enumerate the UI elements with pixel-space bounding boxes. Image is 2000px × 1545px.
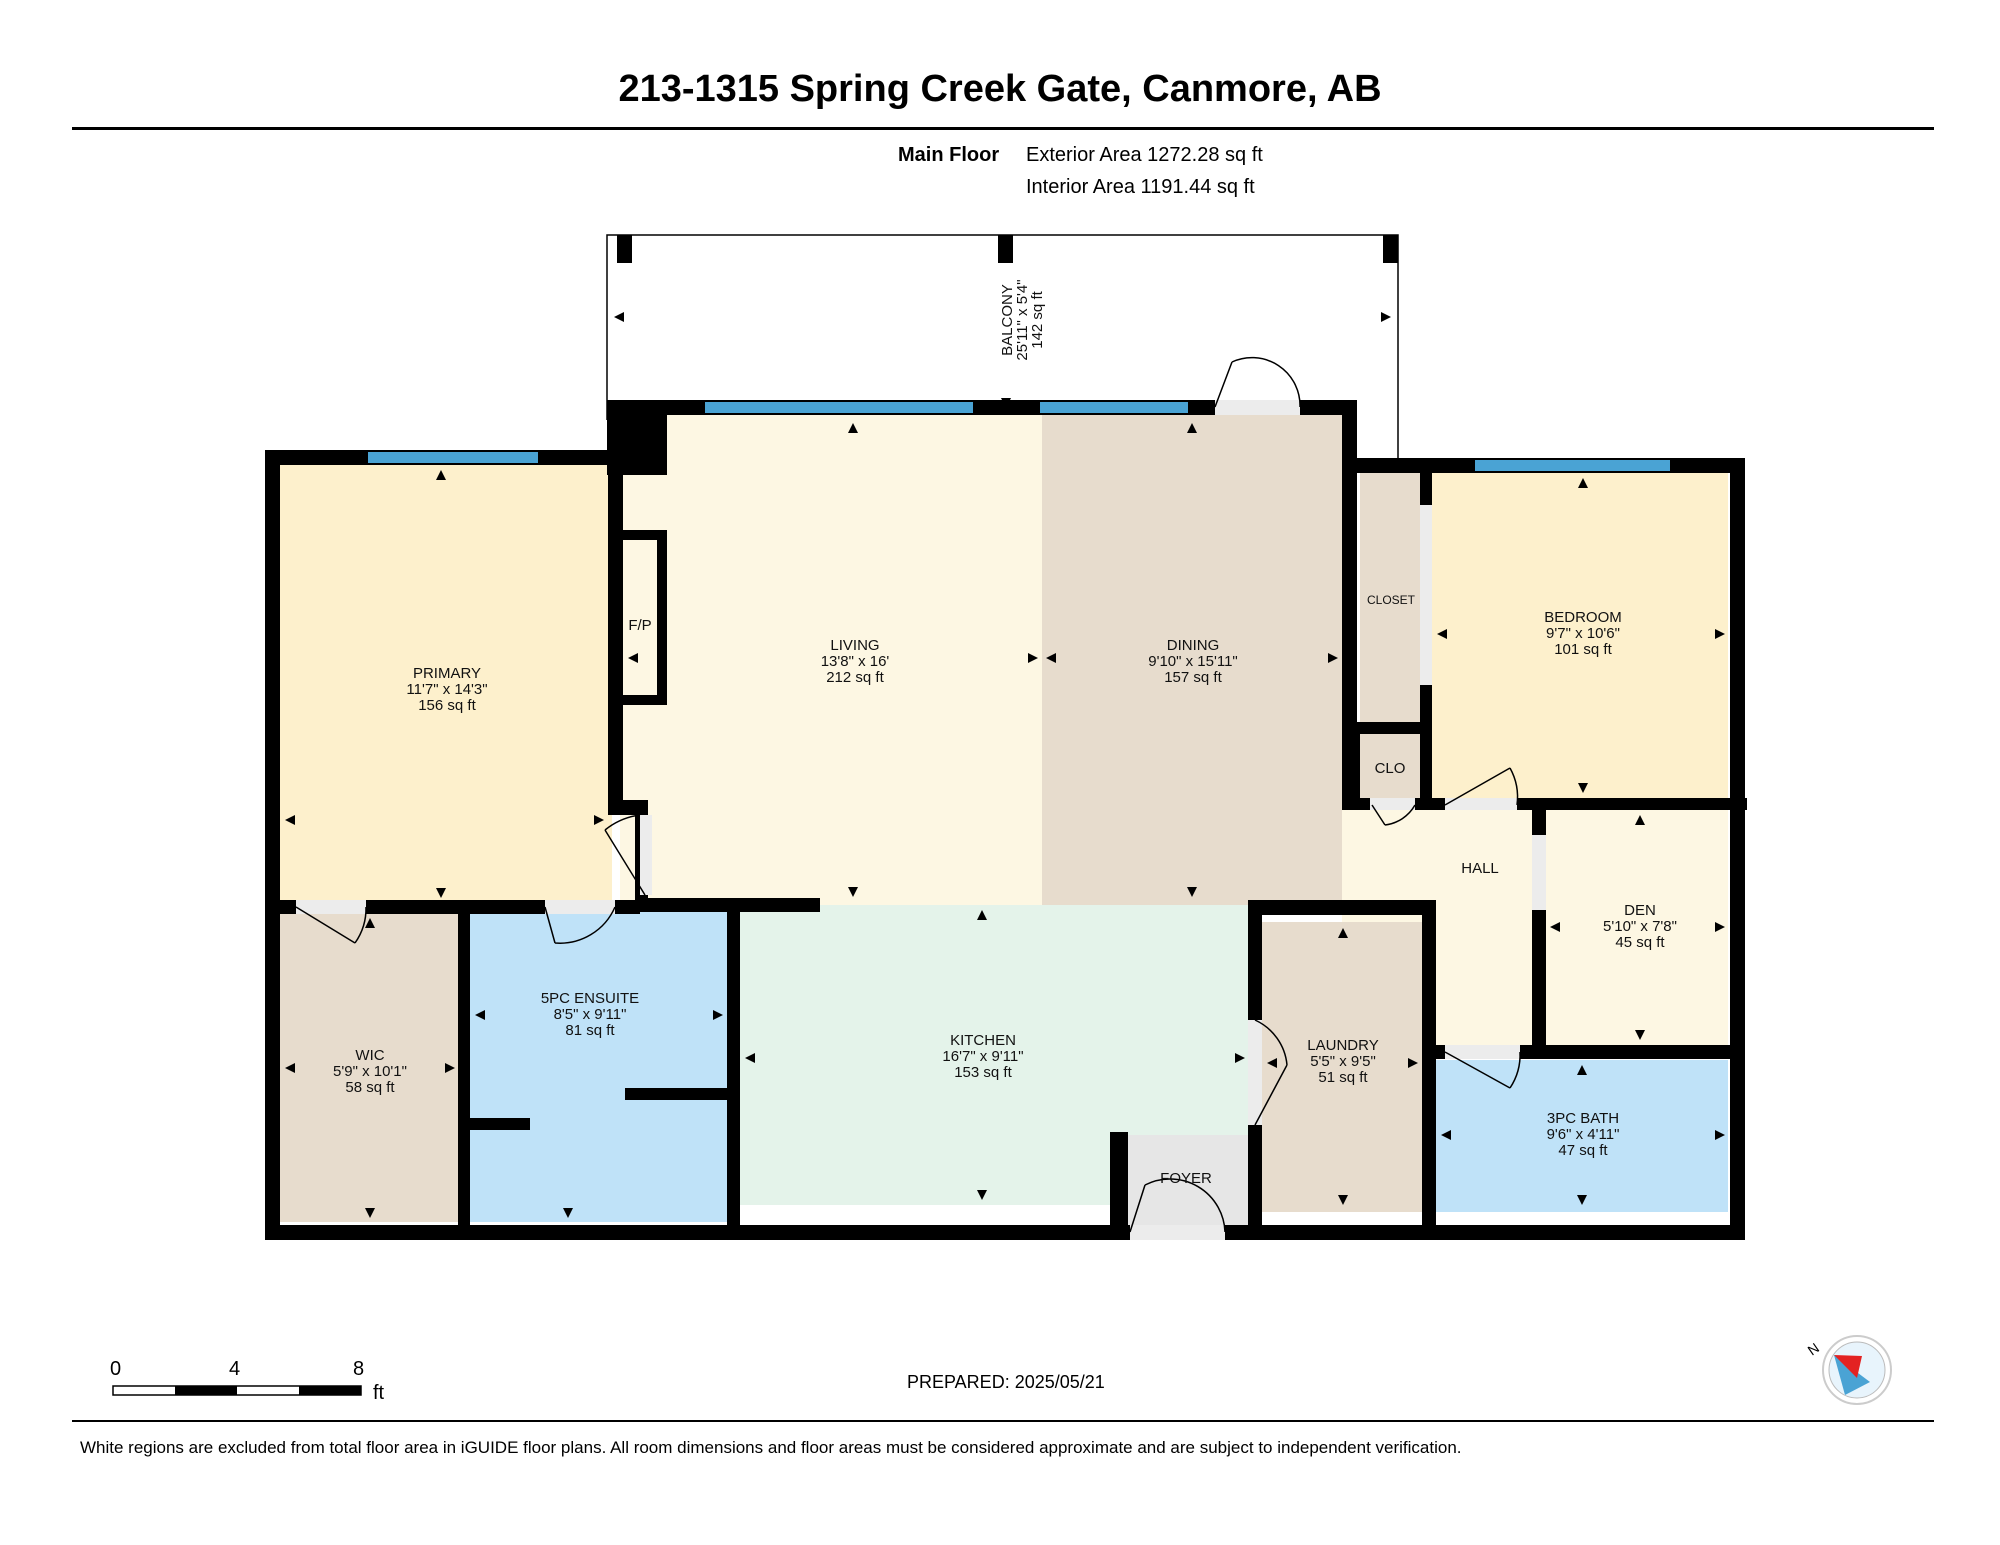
scale-tick-8: 8 (353, 1358, 365, 1380)
room-laundry (1262, 922, 1424, 1212)
svg-text:11'7" x 14'3": 11'7" x 14'3" (406, 681, 487, 698)
svg-text:LAUNDRY: LAUNDRY (1307, 1037, 1378, 1054)
floor-name: Main Floor (898, 144, 1000, 166)
room-living (620, 415, 1042, 905)
scale-bar (112, 1385, 362, 1396)
svg-text:157 sq ft: 157 sq ft (1164, 669, 1222, 686)
svg-text:9'7" x 10'6": 9'7" x 10'6" (1546, 625, 1620, 642)
svg-text:BEDROOM: BEDROOM (1544, 609, 1622, 626)
room-clo (1360, 732, 1422, 800)
svg-text:16'7" x 9'11": 16'7" x 9'11" (942, 1048, 1023, 1065)
doors (295, 356, 1546, 1240)
svg-text:DEN: DEN (1624, 902, 1656, 919)
scale-tick-4: 4 (229, 1358, 241, 1380)
footer-disclaimer: White regions are excluded from total fl… (80, 1438, 1462, 1457)
balcony-label: BALCONY 25'11" x 5'4" 142 sq ft (999, 279, 1046, 360)
laundry-label: LAUNDRY 5'5" x 9'5" 51 sq ft (1307, 1037, 1378, 1086)
room-dining (1042, 415, 1342, 905)
svg-text:WIC: WIC (355, 1047, 384, 1064)
room-foyer (1128, 1135, 1248, 1240)
clo-label: CLO (1375, 760, 1406, 777)
kitchen-label: KITCHEN 16'7" x 9'11" 153 sq ft (942, 1032, 1023, 1081)
svg-text:25'11" x 5'4": 25'11" x 5'4" (1014, 279, 1031, 360)
dimension-arrows (285, 312, 1725, 1218)
room-primary (280, 462, 612, 905)
svg-text:153 sq ft: 153 sq ft (954, 1064, 1012, 1081)
svg-text:DINING: DINING (1167, 637, 1220, 654)
svg-text:47 sq ft: 47 sq ft (1558, 1142, 1608, 1159)
bedroom-label: BEDROOM 9'7" x 10'6" 101 sq ft (1544, 609, 1622, 658)
exterior-area: Exterior Area 1272.28 sq ft (1026, 144, 1263, 166)
fireplace-label: F/P (628, 617, 651, 634)
room-ensuite (470, 912, 728, 1222)
windows (368, 402, 1670, 471)
room-den (1545, 808, 1728, 1048)
room-bath (1436, 1060, 1728, 1212)
dining-label: DINING 9'10" x 15'11" 157 sq ft (1148, 637, 1238, 686)
svg-text:PRIMARY: PRIMARY (413, 665, 481, 682)
svg-text:3PC BATH: 3PC BATH (1547, 1110, 1619, 1127)
svg-text:5'9" x 10'1": 5'9" x 10'1" (333, 1063, 407, 1080)
balcony (606, 234, 1399, 460)
svg-text:LIVING: LIVING (830, 637, 879, 654)
wic-label: WIC 5'9" x 10'1" 58 sq ft (333, 1047, 407, 1096)
living-label: LIVING 13'8" x 16' 212 sq ft (821, 637, 890, 686)
room-bedroom (1432, 472, 1728, 800)
ensuite-label: 5PC ENSUITE 8'5" x 9'11" 81 sq ft (541, 990, 639, 1039)
bath-label: 3PC BATH 9'6" x 4'11" 47 sq ft (1547, 1110, 1620, 1159)
svg-text:142 sq ft: 142 sq ft (1029, 290, 1046, 348)
hall-label: HALL (1461, 860, 1499, 877)
den-label: DEN 5'10" x 7'8" 45 sq ft (1603, 902, 1677, 951)
svg-text:5'5" x 9'5": 5'5" x 9'5" (1310, 1053, 1376, 1070)
page-title: 213-1315 Spring Creek Gate, Canmore, AB (618, 68, 1382, 110)
closet-label: CLOSET (1367, 593, 1416, 607)
svg-text:13'8" x 16': 13'8" x 16' (821, 653, 890, 670)
svg-text:81 sq ft: 81 sq ft (565, 1022, 615, 1039)
footer-divider (72, 1420, 1934, 1422)
svg-text:58 sq ft: 58 sq ft (345, 1079, 395, 1096)
svg-text:45 sq ft: 45 sq ft (1615, 934, 1665, 951)
svg-text:BALCONY: BALCONY (999, 284, 1016, 356)
svg-text:9'6" x 4'11": 9'6" x 4'11" (1547, 1126, 1620, 1143)
room-wic (280, 912, 460, 1222)
compass-icon (1822, 1335, 1892, 1405)
svg-text:101 sq ft: 101 sq ft (1554, 641, 1612, 658)
svg-text:8'5" x 9'11": 8'5" x 9'11" (554, 1006, 627, 1023)
svg-text:5PC ENSUITE: 5PC ENSUITE (541, 990, 639, 1007)
title-divider (72, 127, 1934, 130)
svg-text:9'10" x 15'11": 9'10" x 15'11" (1148, 653, 1238, 670)
compass-north-label: N (1805, 1340, 1822, 1359)
interior-area: Interior Area 1191.44 sq ft (1026, 176, 1255, 198)
scale-tick-0: 0 (110, 1358, 122, 1380)
svg-text:212 sq ft: 212 sq ft (826, 669, 884, 686)
svg-text:KITCHEN: KITCHEN (950, 1032, 1016, 1049)
svg-text:156 sq ft: 156 sq ft (418, 697, 476, 714)
scale-unit: ft (373, 1382, 385, 1404)
prepared-date: PREPARED: 2025/05/21 (907, 1372, 1105, 1392)
svg-text:5'10" x 7'8": 5'10" x 7'8" (1603, 918, 1677, 935)
svg-text:51 sq ft: 51 sq ft (1318, 1069, 1368, 1086)
primary-label: PRIMARY 11'7" x 14'3" 156 sq ft (406, 665, 487, 714)
room-closet (1360, 472, 1422, 722)
foyer-label: FOYER (1160, 1170, 1212, 1187)
